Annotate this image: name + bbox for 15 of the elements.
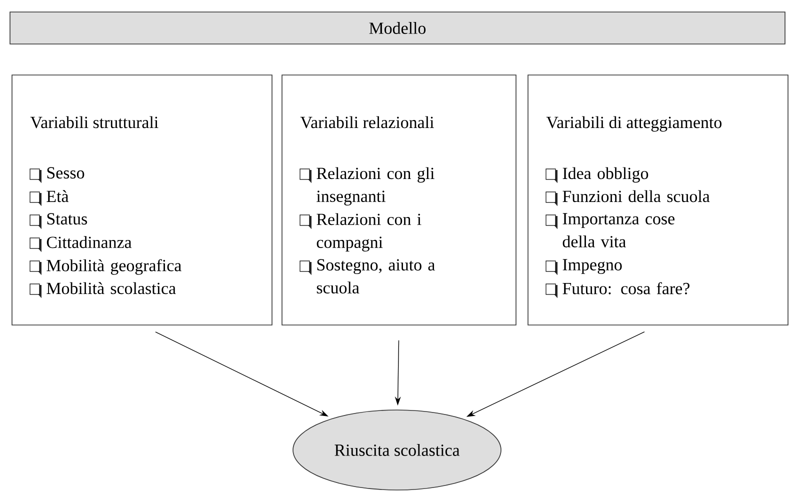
list-item: Relazioni con gli insegnanti xyxy=(316,167,434,206)
list-item: Mobilità geografica xyxy=(46,259,182,275)
list-item: Sostegno, aiuto a scuola xyxy=(316,259,435,294)
list-item: Età xyxy=(46,190,69,202)
list-item: Relazioni con i compagni xyxy=(316,213,422,252)
title-band: Modello xyxy=(10,12,786,44)
list-item: Futuro: cosa fare? xyxy=(562,282,690,294)
list-item: Status xyxy=(47,213,88,225)
list-item: Mobilità scolastica xyxy=(46,282,176,294)
list-item: Idea obbligo xyxy=(562,167,648,183)
list-item: Impegno xyxy=(562,259,622,274)
list-item: Sesso xyxy=(47,167,84,179)
list-item: Cittadinanza xyxy=(46,236,132,248)
list-item: Funzioni della scuola xyxy=(562,190,710,202)
list-item: Importanza cose della vita xyxy=(562,213,674,248)
